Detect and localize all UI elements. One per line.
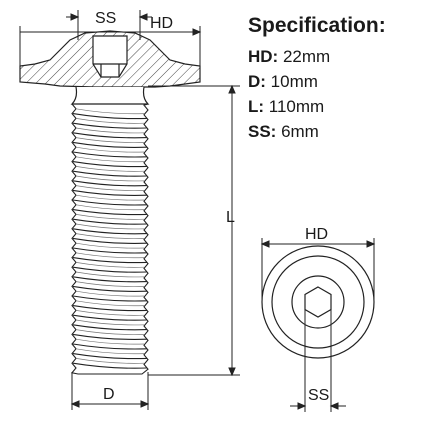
- diameter-label: D: [103, 386, 115, 403]
- spec-value: 10mm: [265, 72, 318, 91]
- thread-crest: [72, 333, 148, 340]
- thread-crest: [72, 113, 148, 120]
- thread-root: [75, 156, 145, 163]
- shank-outline: [70, 103, 149, 375]
- screw-head-top: [261, 245, 375, 359]
- thread-crest: [72, 228, 148, 235]
- spec-key: D:: [248, 72, 266, 91]
- thread-root: [75, 118, 145, 124]
- length-dimension: [148, 84, 240, 377]
- top-hd-label: HD: [305, 226, 328, 243]
- thread-crest: [72, 237, 148, 244]
- thread-crest: [72, 266, 148, 273]
- side-ss-dimension: [66, 10, 152, 40]
- side-ss-label: SS: [95, 10, 116, 27]
- thread-crest: [72, 132, 148, 139]
- spec-row-ss: SS: 6mm: [248, 122, 319, 142]
- thread-crest: [72, 189, 148, 196]
- top-ss-label: SS: [308, 387, 329, 404]
- thread-crest: [72, 247, 148, 254]
- thread-root: [75, 108, 145, 115]
- thread-root: [75, 271, 145, 278]
- thread-crest: [72, 285, 148, 292]
- thread-root: [75, 242, 145, 249]
- thread-root: [75, 358, 145, 364]
- thread-crest: [72, 180, 148, 187]
- screw-head-side: [19, 30, 201, 105]
- side-hd-dimension: [19, 26, 202, 66]
- specification-title: Specification:: [248, 14, 386, 37]
- thread-root: [75, 166, 145, 172]
- thread-root: [75, 175, 145, 182]
- thread-crest: [72, 151, 148, 158]
- spec-value: 110mm: [264, 97, 325, 116]
- thread-root: [75, 338, 145, 345]
- top-hd-dimension: [260, 238, 376, 300]
- thread-crest: [72, 170, 148, 177]
- thread-crest: [72, 305, 148, 312]
- spec-row-l: L: 110mm: [248, 97, 324, 117]
- thread-root: [75, 329, 145, 335]
- thread-root: [75, 214, 145, 220]
- thread-crest: [72, 122, 148, 129]
- hex-socket-icon: [304, 286, 332, 318]
- thread-crest: [72, 343, 148, 350]
- spec-key: L:: [248, 97, 265, 116]
- spec-value: 6mm: [276, 122, 319, 141]
- thread-root: [75, 348, 145, 355]
- side-hd-label: HD: [150, 15, 173, 32]
- thread-crest: [72, 362, 148, 369]
- spec-key: HD:: [248, 47, 279, 66]
- spec-key: SS:: [248, 122, 277, 141]
- thread-crest: [72, 353, 148, 360]
- spec-row-hd: HD: 22mm: [248, 47, 330, 67]
- thread-root: [75, 233, 145, 239]
- spec-value: 22mm: [278, 47, 331, 66]
- spec-row-d: D: 10mm: [248, 72, 318, 92]
- thread-root: [75, 146, 145, 153]
- length-label: L: [226, 209, 235, 226]
- thread-crest: [72, 314, 148, 321]
- thread-root: [75, 127, 145, 134]
- thread-root: [75, 310, 145, 316]
- top-ss-dimension: [290, 305, 346, 412]
- thread-root: [75, 262, 145, 268]
- thread-crest: [72, 276, 148, 283]
- thread-root: [75, 281, 145, 287]
- thread-root: [75, 185, 145, 191]
- thread-root: [75, 319, 145, 326]
- thread-root: [75, 194, 145, 201]
- thread-root: [75, 137, 145, 143]
- thread-crest: [72, 199, 148, 206]
- thread-crest: [72, 161, 148, 168]
- thread-crest: [72, 324, 148, 331]
- thread-crest: [72, 218, 148, 225]
- thread-crest: [72, 141, 148, 148]
- thread-root: [75, 204, 145, 211]
- threaded-shank: [70, 103, 149, 375]
- thread-root: [75, 252, 145, 259]
- thread-root: [75, 290, 145, 297]
- thread-root: [75, 300, 145, 307]
- thread-root: [75, 223, 145, 230]
- thread-crest: [72, 209, 148, 216]
- thread-crest: [72, 295, 148, 302]
- diameter-dimension: [70, 372, 150, 410]
- thread-crest: [72, 257, 148, 264]
